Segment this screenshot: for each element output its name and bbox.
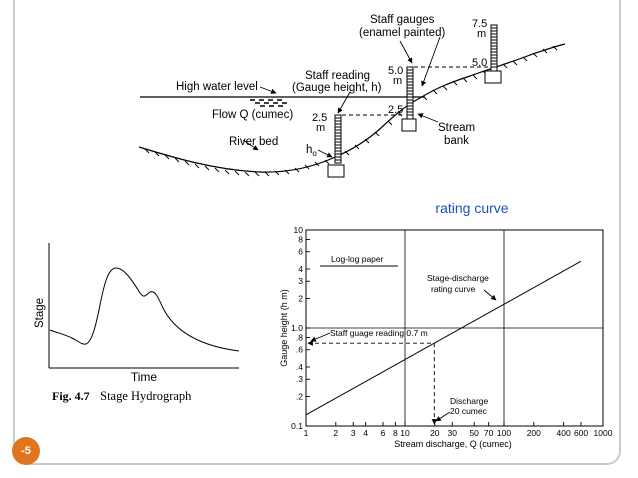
- stream-bank-label-1: Stream: [438, 122, 475, 134]
- y-axis-ticks: 0.1 .2 .3 .4 .6 .81.0 2 3 4 6 810: [291, 225, 310, 431]
- flow-label: Flow Q (cumec): [212, 109, 293, 121]
- staff-gauge-3: [484, 24, 502, 84]
- staff-gauges-arrow-1: [399, 40, 413, 64]
- x-tick-label: 3: [351, 428, 356, 438]
- staff-reading-label: Staff reading: [305, 70, 370, 82]
- flow-arrow: [242, 139, 259, 151]
- x-tick-label: 200: [527, 428, 541, 438]
- y-tick-label: 2: [298, 293, 303, 303]
- slide-number-badge: -5: [12, 437, 40, 465]
- ground-profile: [138, 43, 566, 173]
- discharge-label-arrow: [435, 411, 451, 422]
- x-tick-label: 8: [393, 428, 398, 438]
- y-tick-label: 10: [294, 225, 304, 235]
- x-tick-label: 50: [469, 428, 479, 438]
- ground-hatching: [144, 45, 558, 177]
- discharge-label-2: 20 cumec: [450, 406, 488, 416]
- y-tick-label: 3: [298, 276, 303, 286]
- x-tick-label: 4: [363, 428, 368, 438]
- enamel-painted-label: (enamel painted): [359, 27, 445, 39]
- y-tick-label: .6: [296, 345, 303, 355]
- y-tick-label: .8: [296, 332, 303, 342]
- staff-gauges-label: Staff gauges: [370, 14, 435, 26]
- y-tick-label: 0.1: [291, 421, 303, 431]
- high-water-label: High water level: [176, 81, 258, 93]
- hydrograph-curve: [49, 267, 240, 352]
- gauge-height-label: (Gauge height, h): [292, 82, 382, 94]
- gauge-1-unit: m: [316, 122, 325, 134]
- water-ripples: [250, 99, 287, 107]
- stream-bank-arrow: [417, 113, 439, 123]
- gauge-dashed-connectors: [335, 66, 490, 116]
- x-tick-label: 10: [400, 428, 410, 438]
- gauge-2-unit: m: [393, 75, 402, 87]
- stream-bank-label-2: bank: [444, 135, 469, 147]
- stage-hydrograph: Stage Time Fig. 4.7 Stage Hydrograph: [34, 243, 240, 404]
- curve-label-arrow: [483, 289, 497, 301]
- y-tick-label: .2: [296, 391, 303, 401]
- staff-gauge-1: [327, 114, 345, 178]
- reading-label-arrow: [310, 332, 331, 342]
- paper-label: Log-log paper: [331, 254, 384, 264]
- x-tick-label: 70: [484, 428, 494, 438]
- hydrograph-ylabel: Stage: [34, 298, 46, 328]
- y-tick-label: 8: [298, 234, 303, 244]
- reading-label: Staff guage reading 0.7 m: [330, 328, 428, 338]
- x-tick-label: 1000: [594, 428, 613, 438]
- river-cross-section: Staff gauges (enamel painted) Staff read…: [138, 14, 566, 178]
- y-tick-label: .3: [296, 374, 303, 384]
- staff-reading-arrow: [337, 91, 351, 114]
- x-tick-label: 600: [574, 428, 588, 438]
- y-tick-label: .4: [296, 362, 303, 372]
- y-tick-label: 6: [298, 247, 303, 257]
- gauge-1-value: 2.5: [312, 112, 327, 124]
- hydrograph-xlabel: Time: [131, 370, 158, 384]
- y-tick-label: 1.0: [291, 323, 303, 333]
- x-tick-label: 100: [497, 428, 511, 438]
- x-tick-label: 2: [333, 428, 338, 438]
- rating-curve-line: [305, 260, 582, 416]
- staff-gauges-arrow-2: [421, 36, 441, 87]
- x-tick-label: 6: [381, 428, 386, 438]
- y-tick-label: 4: [298, 264, 303, 274]
- slide-frame: [13, 0, 621, 465]
- gauge-2-lower-value: 2.5: [388, 104, 403, 116]
- gauge-3-unit: m: [477, 28, 486, 40]
- x-tick-label: 20: [430, 428, 440, 438]
- chart-title: rating curve: [435, 200, 508, 216]
- h0-label: ho: [306, 144, 317, 158]
- gauge-3-lower-value: 5.0: [472, 57, 487, 69]
- curve-label-2: rating curve: [431, 284, 476, 294]
- grid-lines: [306, 230, 603, 426]
- river-bed-label: River bed: [229, 136, 278, 148]
- x-tick-label: 30: [448, 428, 458, 438]
- gauge-2-value: 5.0: [388, 65, 403, 77]
- x-tick-label: 400: [557, 428, 571, 438]
- discharge-label-1: Discharge: [450, 396, 489, 406]
- chart-xlabel: Stream discharge, Q (cumec): [394, 439, 512, 449]
- staff-gauge-2: [401, 66, 417, 132]
- h0-arrow: [317, 149, 333, 158]
- chart-ylabel: Gauge height (h m): [279, 289, 289, 367]
- figure-caption: Fig. 4.7 Stage Hydrograph: [52, 387, 192, 404]
- x-tick-label: 1: [304, 428, 309, 438]
- high-water-arrow: [259, 86, 277, 94]
- gauge-3-value: 7.5: [472, 18, 487, 30]
- curve-label-1: Stage-discharge: [427, 273, 489, 283]
